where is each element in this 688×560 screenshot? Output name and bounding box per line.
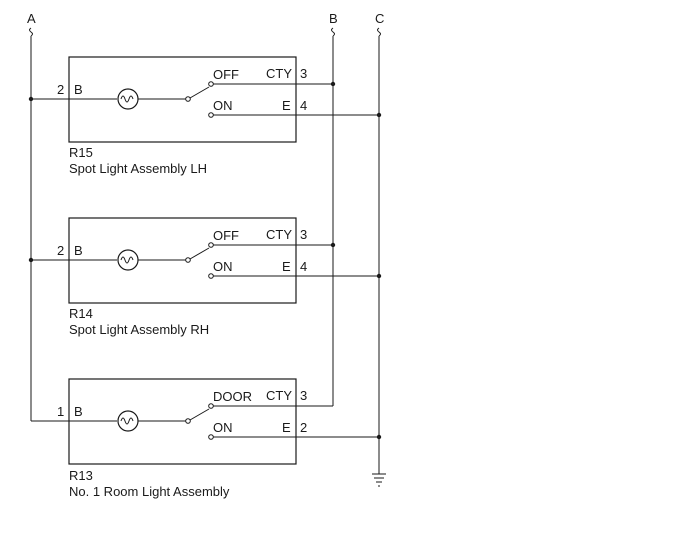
bus-a-break [29, 27, 33, 37]
assembly-name: Spot Light Assembly LH [69, 161, 207, 176]
right-upper-terminal-label: CTY [266, 388, 292, 403]
right-lower-terminal-label: E [282, 259, 291, 274]
left-pin-number: 2 [57, 243, 64, 258]
bus-b-label: B [329, 11, 338, 26]
left-terminal-label: B [74, 404, 83, 419]
right-lower-pin-number: 4 [300, 98, 307, 113]
switch-lower-label: ON [213, 420, 233, 435]
junction-dot [28, 96, 34, 102]
right-lower-terminal-label: E [282, 98, 291, 113]
junction-dot [28, 257, 34, 263]
left-terminal-label: B [74, 82, 83, 97]
assembly-r13: 1 B DOOR ON CTY 3 E 2 R13 No. 1 Room Lig… [31, 378, 382, 499]
switch-blade [189, 86, 210, 99]
assembly-name: No. 1 Room Light Assembly [69, 484, 230, 499]
switch-lower-label: ON [213, 98, 233, 113]
right-lower-terminal-label: E [282, 420, 291, 435]
switch-upper-label: OFF [213, 228, 239, 243]
assembly-r15: 2 B OFF ON CTY 3 E 4 R15 Spot Light Asse… [28, 56, 382, 176]
ground-icon [372, 473, 386, 487]
bus-a-label: A [27, 11, 36, 26]
lamp-icon [117, 410, 139, 432]
assembly-r14: 2 B OFF ON CTY 3 E 4 R14 Spot Light Asse… [28, 217, 382, 337]
switch-upper-label: DOOR [213, 389, 252, 404]
assembly-name: Spot Light Assembly RH [69, 322, 209, 337]
lamp-icon [117, 249, 139, 271]
bus-c-label: C [375, 11, 384, 26]
right-upper-terminal-label: CTY [266, 227, 292, 242]
left-terminal-label: B [74, 243, 83, 258]
left-pin-number: 2 [57, 82, 64, 97]
assembly-code: R14 [69, 306, 93, 321]
bus-b-break [331, 27, 335, 37]
right-upper-pin-number: 3 [300, 388, 307, 403]
right-lower-pin-number: 2 [300, 420, 307, 435]
right-upper-pin-number: 3 [300, 227, 307, 242]
assembly-code: R15 [69, 145, 93, 160]
switch-lower-label: ON [213, 259, 233, 274]
switch-upper-label: OFF [213, 67, 239, 82]
right-upper-pin-number: 3 [300, 66, 307, 81]
switch-blade [189, 408, 210, 421]
right-upper-terminal-label: CTY [266, 66, 292, 81]
right-lower-pin-number: 4 [300, 259, 307, 274]
bus-c-break [377, 27, 381, 37]
switch-blade [189, 247, 210, 260]
left-pin-number: 1 [57, 404, 64, 419]
assembly-code: R13 [69, 468, 93, 483]
lamp-icon [117, 88, 139, 110]
